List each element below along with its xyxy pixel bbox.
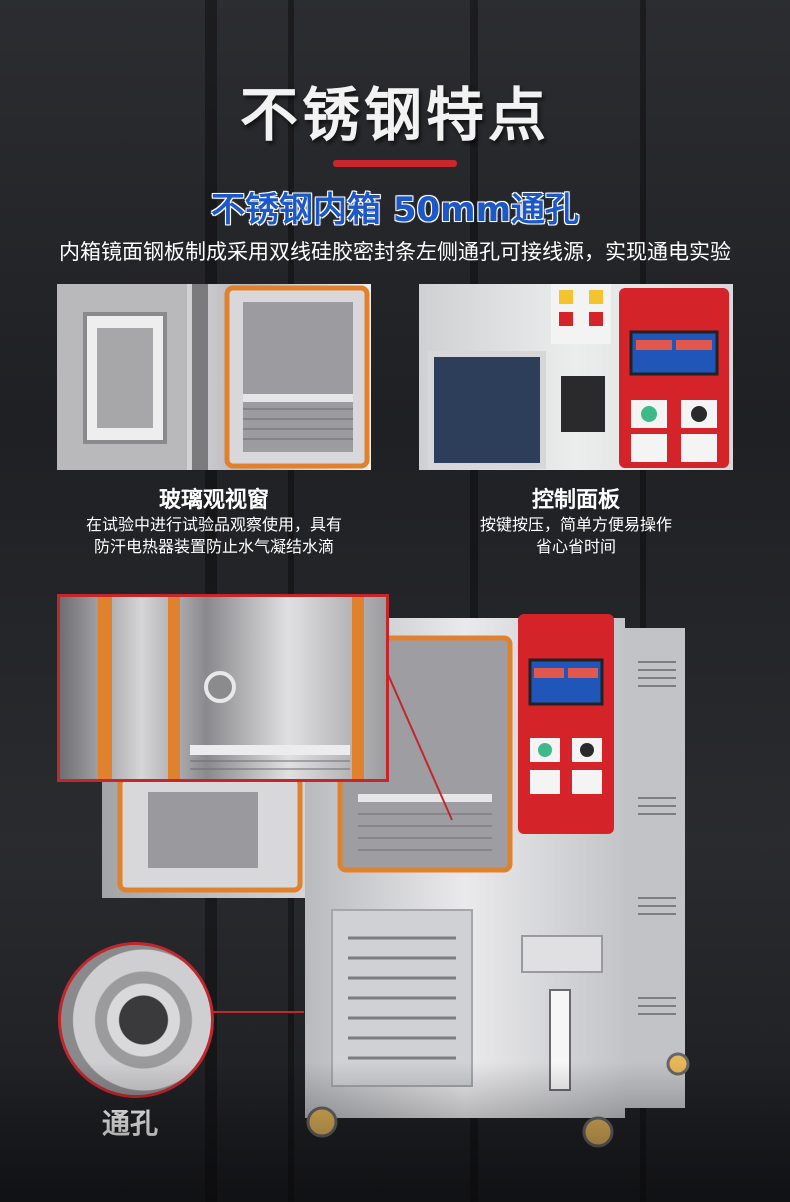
- feature-title-glass-window: 玻璃观视窗: [158, 488, 269, 513]
- zoom-detail-illustration: [98, 597, 364, 779]
- feature-title-control-panel: 控制面板: [531, 488, 620, 513]
- feature-text-control-panel: 按键按压，简单方便易操作 省心省时间: [419, 514, 733, 558]
- zoom-detail-box: [57, 594, 389, 782]
- glass-window-illustration: [57, 284, 370, 470]
- floor-shadow: [0, 1062, 790, 1202]
- control-panel-photo: [419, 284, 733, 470]
- background-panel: [470, 0, 478, 1202]
- feature-line: 按键按压，简单方便易操作: [479, 515, 672, 534]
- feature-line: 在试验中进行试验品观察使用，具有: [85, 515, 342, 534]
- test-chamber-machine: [100, 598, 690, 1158]
- feature-line: 省心省时间: [535, 537, 616, 556]
- page-subtitle: 不锈钢内箱 50mm通孔: [210, 190, 579, 230]
- test-chamber-illustration: [102, 614, 690, 1148]
- background-panel: [640, 0, 646, 1202]
- feature-text-glass-window: 在试验中进行试验品观察使用，具有 防汗电热器装置防止水气凝结水滴: [57, 514, 371, 558]
- title-underline: [333, 160, 457, 167]
- glass-window-photo: [57, 284, 371, 470]
- control-panel-illustration: [428, 284, 729, 469]
- page-description: 内箱镜面钢板制成采用双线硅胶密封条左侧通孔可接线源，实现通电实验: [59, 240, 731, 264]
- feature-line: 防汗电热器装置防止水气凝结水滴: [93, 537, 334, 556]
- page-title: 不锈钢特点: [239, 81, 550, 149]
